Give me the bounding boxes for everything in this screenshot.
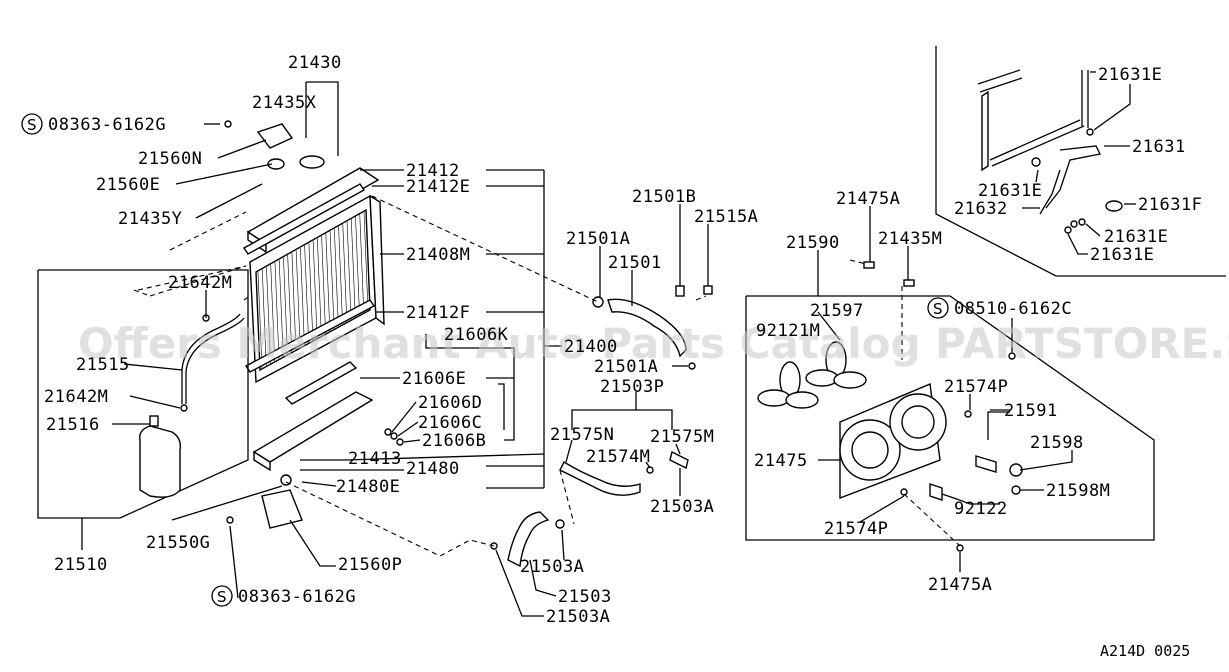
part-label: 21510 bbox=[54, 555, 108, 575]
part-label: 21412F bbox=[406, 303, 470, 323]
oil-cooler-pipes[interactable] bbox=[935, 46, 1226, 277]
part-label: 21503A bbox=[650, 497, 714, 517]
assembly-lines bbox=[133, 195, 961, 557]
part-label: 21631E bbox=[1098, 65, 1162, 85]
part-label: 21412E bbox=[406, 177, 470, 197]
part-label: 21435X bbox=[252, 93, 317, 113]
part-label: 21430 bbox=[288, 53, 342, 73]
part-labels: 21430 21435X 08363-6162G 21560N 21560E 2… bbox=[44, 53, 1202, 627]
part-label: 21598M bbox=[1046, 481, 1110, 501]
svg-text:S: S bbox=[933, 300, 943, 318]
svg-text:S: S bbox=[217, 588, 227, 606]
part-label: 21501B bbox=[632, 187, 696, 207]
part-label: 08510-6162C bbox=[954, 299, 1072, 319]
part-label: 21598 bbox=[1030, 433, 1084, 453]
part-label: 21591 bbox=[1004, 401, 1058, 421]
part-label: 21631E bbox=[978, 181, 1042, 201]
screw-symbol: S S S bbox=[21, 113, 949, 607]
part-label: 21631 bbox=[1132, 137, 1186, 157]
part-label: 21606C bbox=[418, 413, 482, 433]
part-label: 21632 bbox=[954, 199, 1008, 219]
part-label: 21475 bbox=[754, 451, 808, 471]
part-label: 21574M bbox=[586, 447, 650, 467]
part-label: 21480E bbox=[336, 477, 400, 497]
part-label: 21631E bbox=[1104, 227, 1168, 247]
part-label: 21501A bbox=[594, 357, 658, 377]
part-label: 21503A bbox=[546, 607, 610, 627]
part-label: 21550G bbox=[146, 533, 210, 553]
part-label: 21631F bbox=[1138, 195, 1202, 215]
part-label: 21560E bbox=[96, 175, 160, 195]
watermark: Offers Merchant Auto Parts Catalog PARTS… bbox=[78, 319, 1229, 368]
part-label: 08363-6162G bbox=[48, 115, 166, 135]
diagram-code: A214D 0025 bbox=[1100, 642, 1190, 660]
part-label: 21501 bbox=[608, 253, 662, 273]
part-label: 21606D bbox=[418, 393, 482, 413]
part-label: 21501A bbox=[566, 229, 630, 249]
part-label: 21413 bbox=[348, 449, 402, 469]
part-label: 21503 bbox=[558, 587, 612, 607]
part-label: 21480 bbox=[406, 459, 460, 479]
part-label: 21574P bbox=[944, 377, 1008, 397]
part-label: 21606B bbox=[422, 431, 486, 451]
part-label: 92122 bbox=[954, 499, 1008, 519]
part-label: 21597 bbox=[810, 301, 864, 321]
part-label: 21515 bbox=[76, 355, 130, 375]
part-label: 21606K bbox=[444, 325, 509, 345]
part-label: 21642M bbox=[44, 387, 108, 407]
reservoir-tank[interactable] bbox=[37, 269, 249, 519]
part-label: 21435M bbox=[878, 229, 942, 249]
fan-blade bbox=[757, 341, 867, 409]
part-label: 08363-6162G bbox=[238, 587, 356, 607]
radiator-hoses[interactable] bbox=[490, 285, 713, 568]
part-label: 21503A bbox=[520, 557, 584, 577]
part-label: 21631E bbox=[1090, 245, 1154, 265]
part-label: 21560N bbox=[138, 149, 202, 169]
part-label: 21516 bbox=[46, 415, 100, 435]
radiator-core[interactable] bbox=[224, 120, 404, 529]
part-label: 21408M bbox=[406, 245, 470, 265]
part-label: 21412 bbox=[406, 161, 460, 181]
part-label: 21503P bbox=[600, 377, 664, 397]
leader-lines bbox=[81, 71, 1136, 617]
part-label: 21435Y bbox=[118, 209, 182, 229]
part-label: 21574P bbox=[824, 519, 888, 539]
part-label: 21400 bbox=[564, 337, 618, 357]
part-label: 21590 bbox=[786, 233, 840, 253]
part-label: 21515A bbox=[694, 207, 758, 227]
part-label: 21475A bbox=[928, 575, 992, 595]
part-label: 21606E bbox=[402, 369, 466, 389]
part-label: 21475A bbox=[836, 189, 900, 209]
part-label: 92121M bbox=[756, 321, 820, 341]
part-label: 21560P bbox=[338, 555, 402, 575]
fan-shroud[interactable] bbox=[745, 261, 1155, 552]
part-label: 21575M bbox=[650, 427, 714, 447]
svg-text:S: S bbox=[27, 116, 37, 134]
part-label: 21575N bbox=[550, 425, 614, 445]
part-label: 21642M bbox=[168, 273, 232, 293]
